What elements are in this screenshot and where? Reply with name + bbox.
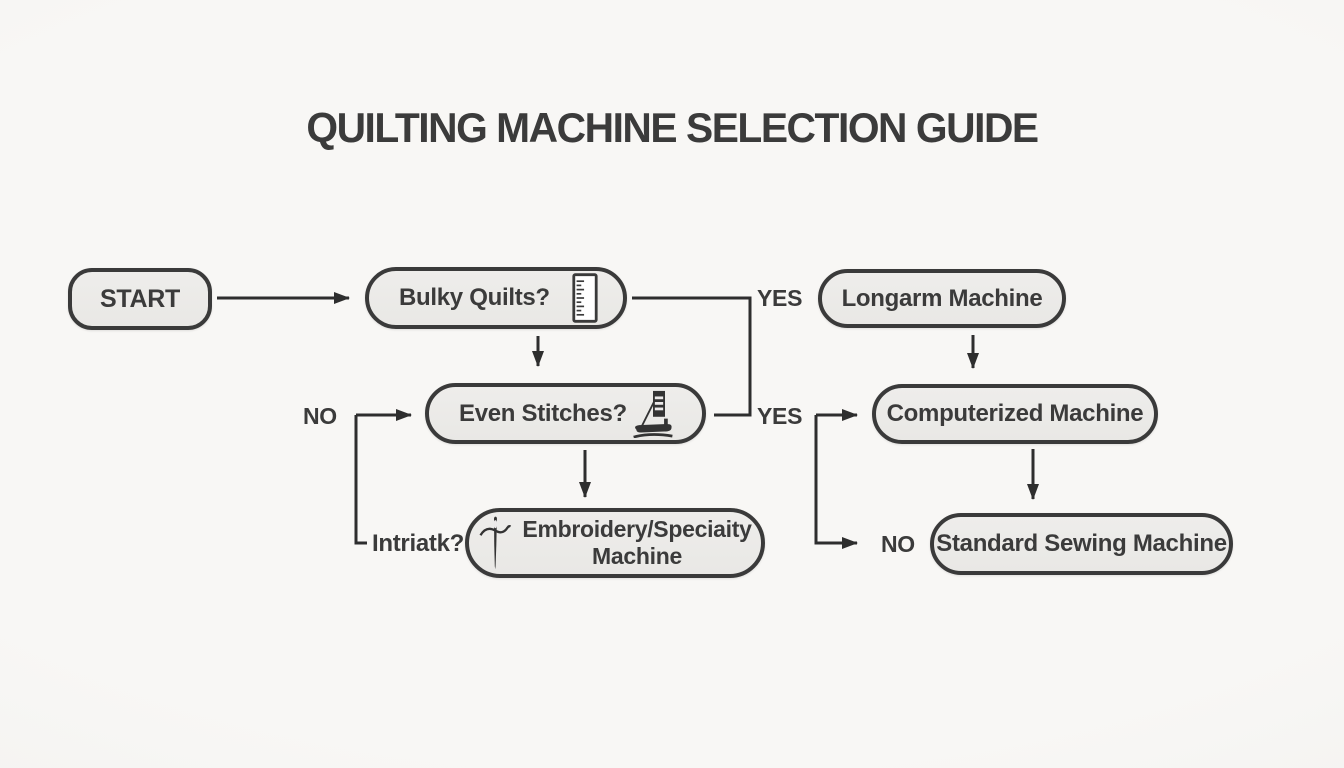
- node-embroidery-machine: Embroidery/Speciaity Machine: [465, 508, 765, 578]
- edge-no-elbow-down: [354, 415, 367, 545]
- node-standard-label: Standard Sewing Machine: [936, 530, 1227, 557]
- edge-label-intricate: Intriatk?: [372, 530, 464, 557]
- node-bulky-quilts-label: Bulky Quilts?: [399, 284, 550, 311]
- edge-label-yes-top: YES: [757, 285, 803, 311]
- page-title: QUILTING MACHINE SELECTION GUIDE: [306, 104, 1039, 151]
- node-longarm-machine: Longarm Machine: [818, 269, 1066, 328]
- edge-yes-elbow-no: [814, 415, 858, 549]
- node-longarm-label: Longarm Machine: [841, 284, 1043, 312]
- edge-bulky-even-bracket: [632, 296, 752, 417]
- node-embroidery-label-line1: Embroidery/Speciaity: [522, 516, 752, 542]
- node-standard-sewing-machine: Standard Sewing Machine: [930, 513, 1233, 575]
- presser-foot-icon: [630, 390, 676, 438]
- node-computerized-machine: Computerized Machine: [872, 384, 1158, 444]
- node-even-stitches: Even Stitches?: [425, 383, 706, 444]
- node-computerized-label: Computerized Machine: [886, 400, 1144, 427]
- node-embroidery-label-line2: Machine: [592, 543, 682, 569]
- ruler-icon: [571, 272, 599, 324]
- edge-label-yes-mid: YES: [757, 403, 803, 429]
- node-even-stitches-label: Even Stitches?: [459, 399, 627, 427]
- node-start-label: START: [100, 284, 180, 313]
- node-bulky-quilts: Bulky Quilts?: [365, 267, 627, 329]
- edge-label-no-left: NO: [303, 403, 337, 429]
- node-start: START: [68, 268, 212, 330]
- needle-icon: [478, 513, 512, 573]
- node-embroidery-label: Embroidery/Speciaity Machine: [522, 516, 752, 570]
- edge-label-no-bottom: NO: [881, 531, 915, 557]
